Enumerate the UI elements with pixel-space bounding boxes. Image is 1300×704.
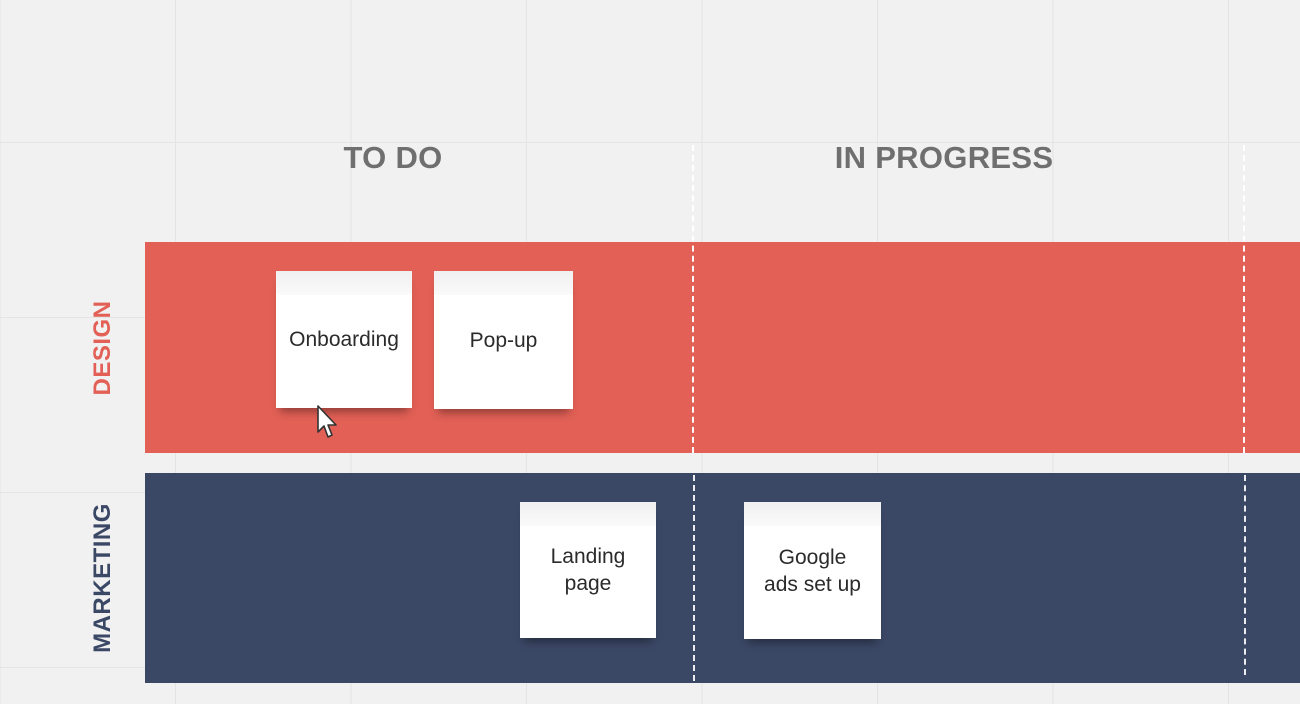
sticky-note-onboarding[interactable]: Onboarding (276, 271, 412, 408)
column-divider (1243, 145, 1245, 453)
column-header-in-progress: IN PROGRESS (834, 140, 1054, 175)
column-header-todo: TO DO (343, 140, 443, 175)
sticky-note-google-ads[interactable]: Google ads set up (744, 502, 881, 639)
sticky-note-text: Landing page (551, 543, 626, 597)
swimlane-label-design: DESIGN (89, 300, 116, 396)
sticky-note-text: Onboarding (289, 328, 399, 351)
sticky-note-popup[interactable]: Pop-up (434, 271, 573, 409)
column-divider (693, 475, 695, 681)
swimlane-label-marketing: MARKETING (89, 503, 116, 653)
swimlane-marketing (145, 473, 1300, 683)
sticky-note-text: Google ads set up (764, 544, 861, 598)
sticky-note-line: ads set up (764, 572, 861, 596)
sticky-note-line: page (564, 572, 612, 595)
mouse-pointer-icon (317, 405, 337, 438)
sticky-note-line: Google (778, 545, 847, 569)
sticky-note-landing-page[interactable]: Landing page (520, 502, 656, 638)
sticky-note-text: Pop-up (469, 328, 538, 352)
sticky-note-line: Landing (550, 545, 626, 568)
column-divider (692, 145, 694, 453)
column-divider (1244, 475, 1246, 675)
